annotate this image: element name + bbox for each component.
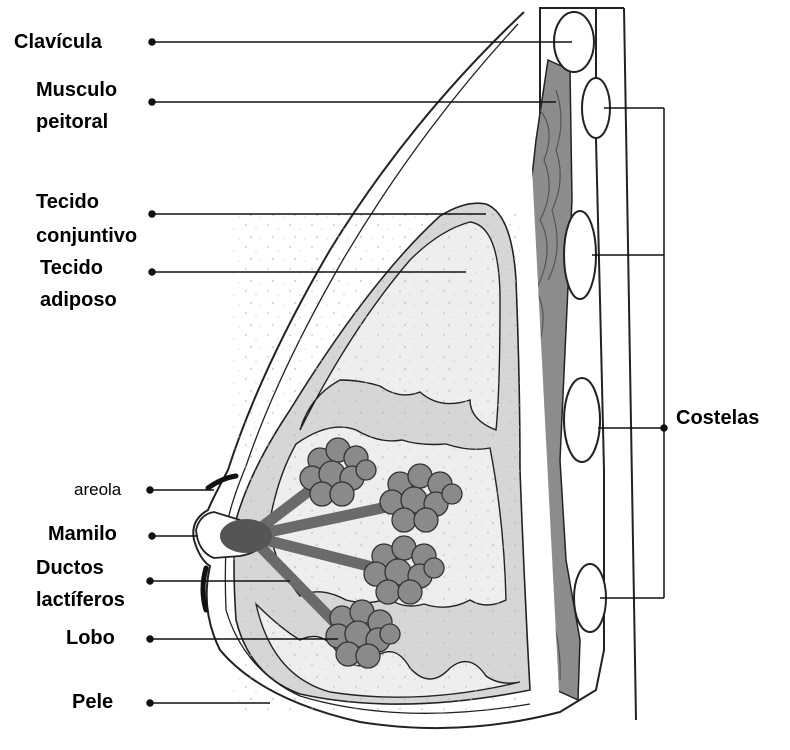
label-pele: Pele [72, 690, 113, 714]
label-musculo-peitoral-line2: peitoral [36, 110, 108, 134]
label-lobo: Lobo [66, 626, 115, 650]
rib-3 [564, 378, 600, 462]
label-costelas: Costelas [676, 406, 759, 430]
label-tecido-conjuntivo-line1: Tecido [36, 190, 99, 214]
label-tecido-conjuntivo-line2: conjuntivo [36, 224, 137, 248]
label-tecido-adiposo-line1: Tecido [40, 256, 103, 280]
label-ductos-lactiferos-line1: Ductos [36, 556, 104, 580]
label-ductos-lactiferos-line2: lactíferos [36, 588, 125, 612]
rib-2 [564, 211, 596, 299]
label-mamilo: Mamilo [48, 522, 117, 546]
label-musculo-peitoral-line1: Musculo [36, 78, 117, 102]
label-tecido-adiposo-line2: adiposo [40, 288, 117, 312]
areola-mark-lower [203, 568, 206, 610]
label-clavicula: Clavícula [14, 30, 102, 54]
label-areola: areola [74, 478, 121, 502]
